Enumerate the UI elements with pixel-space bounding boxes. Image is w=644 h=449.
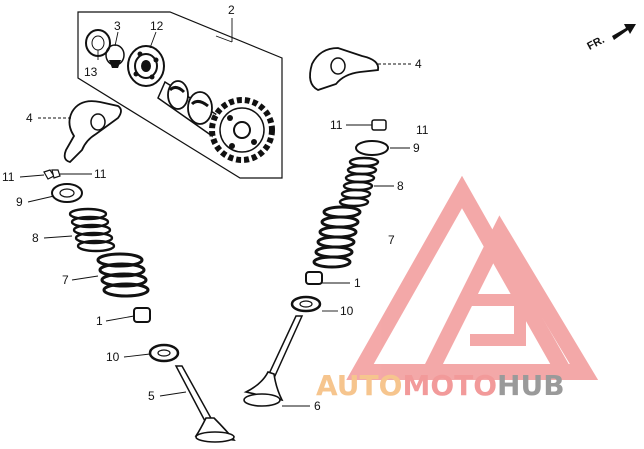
cotter-left-top [43, 169, 61, 180]
valve-seal-right [305, 271, 323, 285]
camshaft-part [157, 80, 226, 140]
callout-13: 13 [84, 65, 98, 79]
valve-seal-left [133, 307, 151, 323]
retainer-right [355, 140, 389, 156]
callout-7-right: 7 [388, 233, 395, 247]
callout-12: 12 [150, 19, 164, 33]
washer-part [105, 44, 125, 68]
callout-11-c: 11 [330, 118, 343, 132]
watermark-hub: HUB [497, 369, 565, 402]
callout-5: 5 [148, 389, 155, 403]
callout-4-left: 4 [26, 111, 33, 125]
outer-spring-right [312, 205, 362, 269]
callout-labels: 13 3 12 2 4 4 11 11 11 11 9 9 8 8 7 7 1 … [2, 3, 429, 413]
cotter-right-top [371, 119, 387, 131]
callout-4-right: 4 [415, 57, 422, 71]
exhaust-valve [243, 315, 304, 407]
callout-9-left: 9 [16, 195, 23, 209]
callout-8-left: 8 [32, 231, 39, 245]
inner-spring-left [68, 207, 116, 253]
seat-washer-left [148, 343, 180, 363]
callout-11-a: 11 [2, 170, 15, 184]
callout-1-right: 1 [354, 276, 361, 290]
callout-6: 6 [314, 399, 321, 413]
watermark-moto: MOTO [402, 369, 497, 402]
rocker-arm-right [309, 47, 380, 91]
leader-lines [19, 18, 412, 407]
watermark-logo [346, 175, 599, 380]
front-direction-marker: FR. [585, 24, 636, 53]
fr-label: FR. [585, 34, 606, 53]
callout-2: 2 [228, 3, 235, 17]
callout-10-left: 10 [106, 350, 120, 364]
rocker-arm-left [63, 100, 122, 163]
arrow-icon [612, 24, 636, 40]
callout-11-d: 11 [416, 123, 429, 137]
cam-sprocket-part [209, 97, 275, 163]
bearing-part [127, 45, 165, 87]
watermark-text: AUTOMOTOHUB [316, 369, 565, 402]
callout-10-right: 10 [340, 304, 354, 318]
intake-valve [174, 365, 236, 443]
callout-11-b: 11 [94, 167, 107, 181]
callout-3: 3 [114, 19, 121, 33]
retainer-left [51, 183, 83, 203]
callout-9-right: 9 [413, 141, 420, 155]
outer-spring-left [96, 252, 150, 298]
callout-8-right: 8 [397, 179, 404, 193]
seat-washer-right [290, 295, 322, 313]
inner-spring-right [338, 156, 380, 208]
camshaft-assembly-frame [77, 11, 283, 179]
callout-1-left: 1 [96, 314, 103, 328]
callout-7-left: 7 [62, 273, 69, 287]
watermark-auto: AUTO [316, 369, 402, 402]
